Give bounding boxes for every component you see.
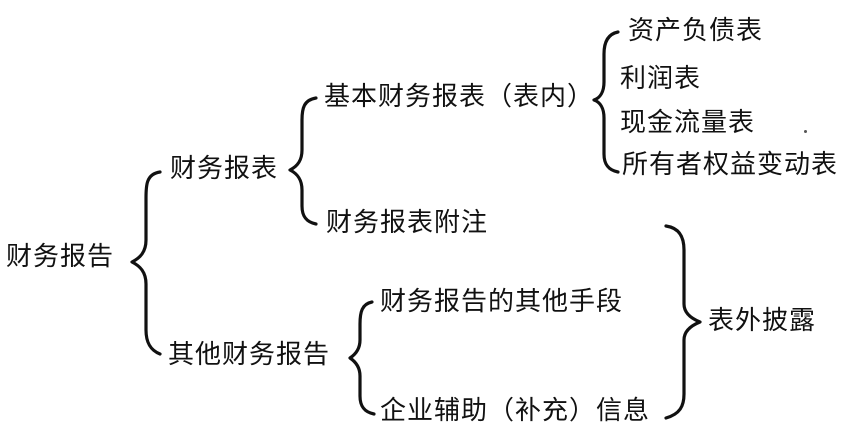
statement-item: 利润表 — [620, 64, 702, 94]
root-node: 财务报告 — [6, 242, 115, 272]
scan-speck — [804, 130, 807, 133]
financial-statements-brace — [288, 96, 318, 226]
statement-item: 资产负债表 — [628, 16, 764, 46]
other-reporting-brace — [348, 300, 376, 416]
other-reporting-node: 其他财务报告 — [168, 340, 331, 370]
basic-statements-node: 基本财务报表（表内） — [324, 82, 595, 112]
notes-node: 财务报表附注 — [326, 208, 489, 238]
supplementary-info-node: 企业辅助（补充）信息 — [380, 396, 651, 426]
statements-brace — [592, 30, 620, 174]
statement-item: 现金流量表 — [620, 108, 756, 138]
root-brace — [130, 170, 162, 356]
other-means-node: 财务报告的其他手段 — [380, 287, 624, 317]
statement-item: 所有者权益变动表 — [622, 150, 839, 180]
off-statement-node: 表外披露 — [708, 306, 817, 336]
off-statement-brace — [664, 224, 702, 420]
financial-statements-node: 财务报表 — [170, 154, 279, 184]
